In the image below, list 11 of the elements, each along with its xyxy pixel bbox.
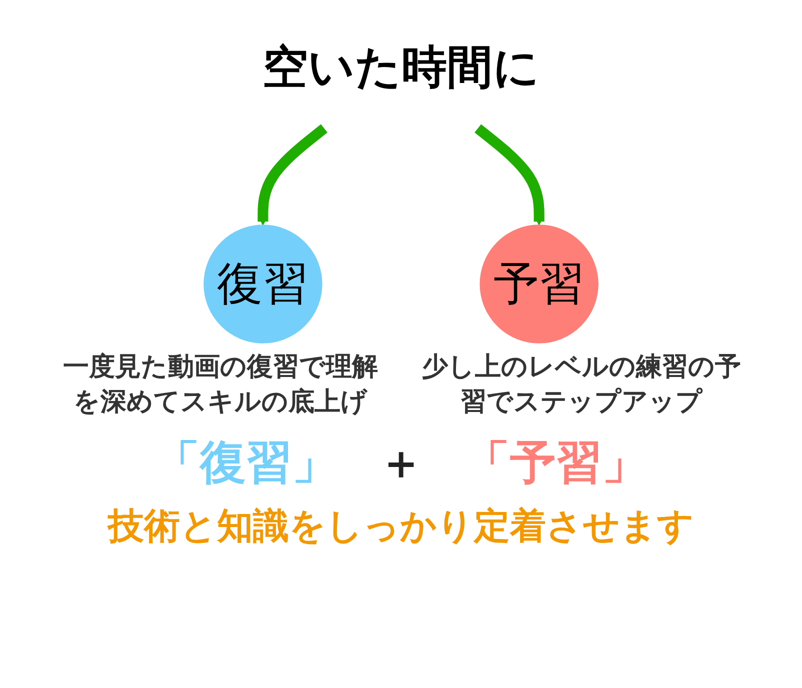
node-circle: 予習 [480, 224, 598, 344]
arrow [258, 124, 328, 226]
label-text: 「復習」 [154, 434, 338, 492]
label-text: 「予習」 [464, 434, 648, 492]
node-caption: 一度見た動画の復習で理解を深めてスキルの底上げ [62, 351, 379, 420]
plus-sign: ＋ [378, 434, 424, 492]
node-circle: 復習 [204, 224, 322, 344]
node-caption: 少し上のレベルの練習の予習でステップアップ [421, 351, 742, 420]
summary-text: 技術と知識をしっかり定着させます [106, 505, 695, 550]
node-text: 空いた時間に [262, 41, 540, 94]
arrow [474, 124, 544, 226]
